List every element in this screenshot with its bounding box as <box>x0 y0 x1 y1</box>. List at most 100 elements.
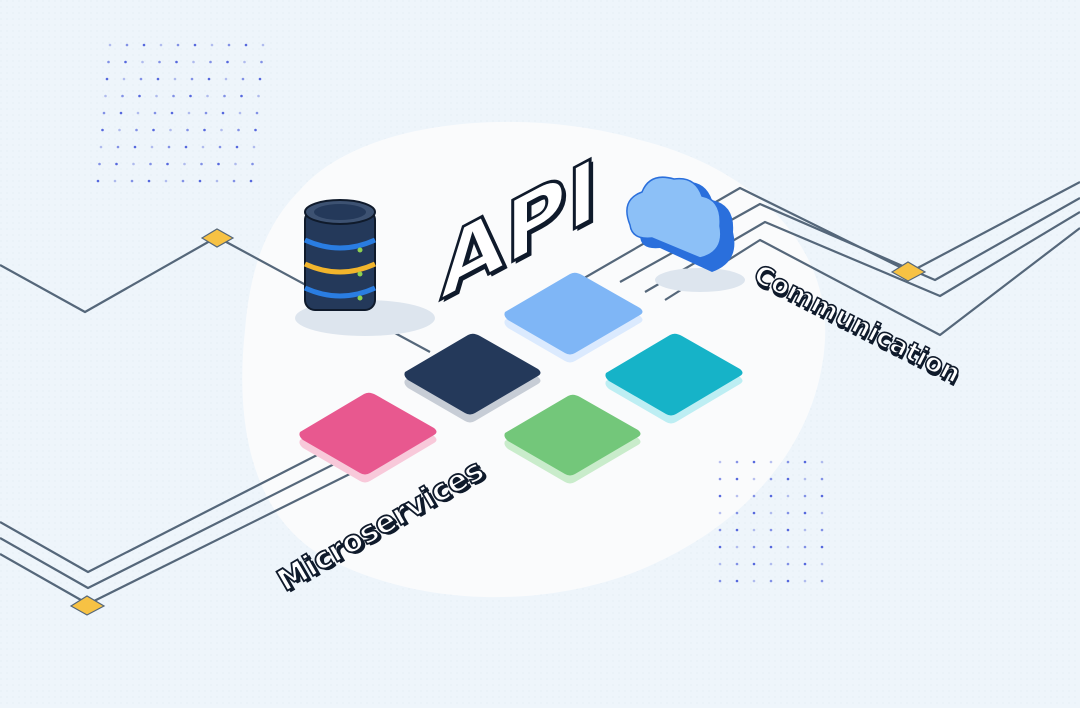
decor-dot <box>149 162 152 166</box>
decor-dot <box>218 145 222 149</box>
decor-dot <box>735 545 739 549</box>
database-server-icon <box>295 199 435 336</box>
decor-dot <box>150 145 154 149</box>
decor-dot <box>124 60 127 64</box>
decor-dot <box>113 179 117 183</box>
decor-dot <box>238 111 242 115</box>
decor-dot <box>803 545 807 549</box>
decor-dot <box>220 128 223 132</box>
decor-dot <box>207 77 211 81</box>
decor-dot <box>769 545 773 549</box>
decor-dot <box>241 77 245 81</box>
tile-green <box>504 394 641 484</box>
decor-dot <box>718 528 722 532</box>
decor-dot <box>192 60 195 64</box>
decor-dot <box>125 43 129 47</box>
decor-dot <box>232 179 236 183</box>
decor-dot <box>735 579 739 583</box>
decor-dot <box>221 111 225 115</box>
tile-teal <box>605 333 743 424</box>
decor-dot <box>769 562 773 566</box>
decor-dot <box>187 111 191 115</box>
decor-dot <box>820 545 824 549</box>
decor-dot <box>820 460 824 464</box>
decor-dot <box>172 94 175 98</box>
decor-dot <box>769 528 773 532</box>
decor-dot <box>98 162 101 166</box>
decor-dot <box>193 43 197 47</box>
decor-dot <box>132 162 135 166</box>
decor-dot <box>240 94 243 98</box>
decor-dot <box>243 60 246 64</box>
node-right <box>890 261 927 282</box>
decor-dot <box>735 460 739 464</box>
decor-dot <box>210 43 214 47</box>
decor-dot <box>718 477 722 481</box>
line-left-bottom-1 <box>0 427 371 574</box>
decor-dot <box>803 562 807 566</box>
decor-dot <box>135 128 138 132</box>
decor-dot <box>786 511 790 515</box>
decor-dot <box>251 162 254 166</box>
decor-dot <box>820 579 824 583</box>
decor-dot <box>101 128 104 132</box>
decor-dot <box>718 511 722 515</box>
decor-dot <box>234 162 237 166</box>
decor-dot <box>209 60 212 64</box>
line-left-bottom-2 <box>0 439 383 590</box>
decor-dot <box>227 43 231 47</box>
decor-dot <box>155 94 158 98</box>
decor-dot <box>769 511 773 515</box>
decor-dot <box>820 562 824 566</box>
decor-dot <box>105 77 109 81</box>
decor-dot <box>107 60 110 64</box>
decor-dot <box>803 460 807 464</box>
decor-dot <box>223 94 226 98</box>
decor-dot <box>718 460 722 464</box>
decor-dot <box>752 562 756 566</box>
decor-dot <box>190 77 194 81</box>
decor-dot <box>184 145 188 149</box>
decor-dot <box>261 43 265 47</box>
decor-dot <box>159 43 163 47</box>
tile-pink <box>299 392 437 483</box>
decor-dot <box>718 579 722 583</box>
decor-dot <box>735 562 739 566</box>
decor-dot <box>258 77 262 81</box>
decor-dot <box>167 145 171 149</box>
decor-dot <box>254 128 257 132</box>
decor-dot <box>183 162 186 166</box>
decor-dot <box>99 145 103 149</box>
decor-dot <box>735 511 739 515</box>
decor-dot <box>102 111 106 115</box>
decor-dot <box>142 43 146 47</box>
decor-dot <box>249 179 253 183</box>
decor-dot <box>119 111 123 115</box>
decor-dot <box>820 494 824 498</box>
decor-dot <box>130 179 134 183</box>
decor-dot <box>786 460 790 464</box>
decor-dot <box>735 528 739 532</box>
decor-dot <box>769 579 773 583</box>
decor-dot <box>718 545 722 549</box>
decor-dot <box>189 94 192 98</box>
decor-dot <box>752 460 756 464</box>
node-left-top <box>200 228 235 248</box>
decor-dot <box>104 94 107 98</box>
decor-dot <box>257 94 260 98</box>
decor-dot <box>235 145 239 149</box>
decor-dot <box>237 128 240 132</box>
decor-dot <box>803 579 807 583</box>
decor-dot <box>201 145 205 149</box>
decor-dot <box>803 528 807 532</box>
decor-dot <box>226 60 229 64</box>
decor-dot <box>752 528 756 532</box>
decor-dot <box>786 494 790 498</box>
decor-dot <box>735 494 739 498</box>
decor-dot <box>255 111 259 115</box>
decor-dot <box>769 477 773 481</box>
decor-dot <box>166 162 169 166</box>
decor-dot <box>786 528 790 532</box>
